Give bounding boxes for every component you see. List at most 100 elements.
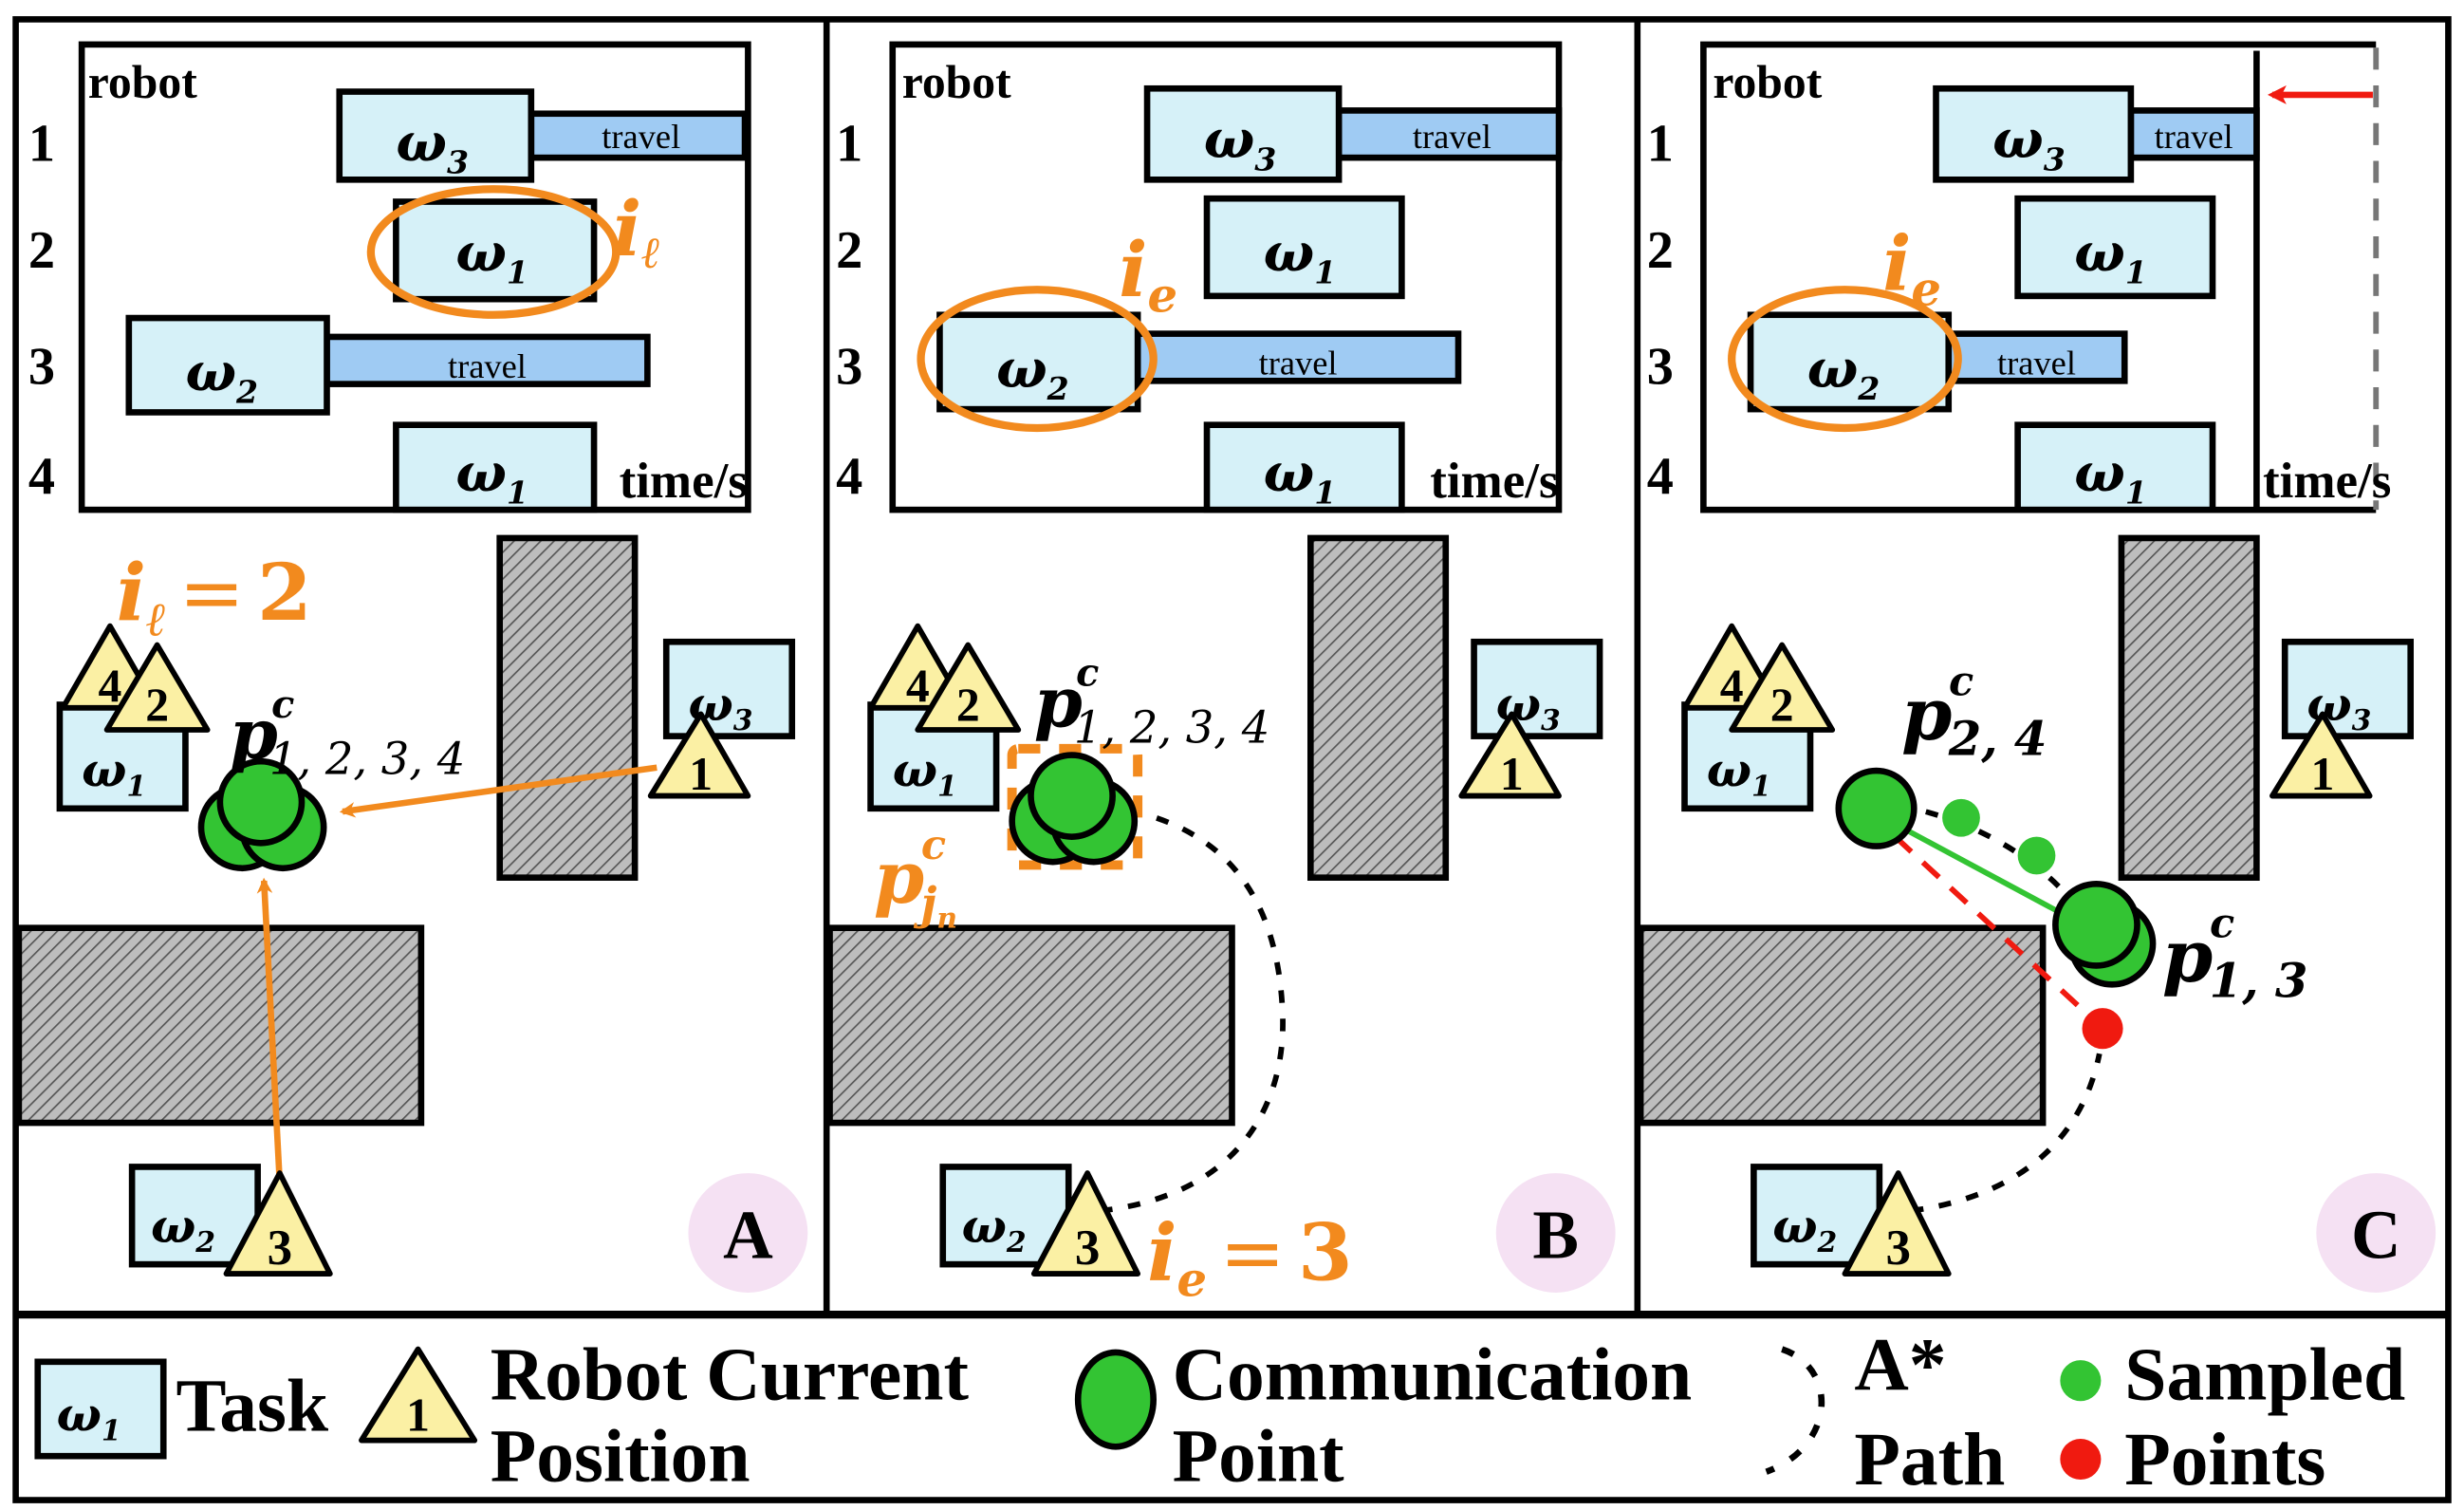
- obstacle: [2118, 534, 2260, 881]
- robot-number: 4: [99, 660, 122, 712]
- legend-robot-swatch: [359, 1346, 478, 1444]
- highlight-ellipse: [366, 185, 621, 319]
- panel-badge-label: B: [1532, 1197, 1579, 1274]
- robot-row-label: 1: [28, 114, 55, 173]
- task-block: [125, 314, 330, 416]
- travel-bar: [1335, 107, 1563, 161]
- task-label: ω1: [1707, 742, 1771, 804]
- robot-marker: [103, 642, 211, 733]
- robot-number: 3: [1075, 1221, 1101, 1276]
- robot-number: 3: [1886, 1221, 1912, 1276]
- legend-sampled-label: Points: [2124, 1418, 2325, 1501]
- gantt-y-label: robot: [88, 56, 197, 108]
- gantt-x-label: time/s: [1430, 454, 1558, 509]
- task-block: [1203, 421, 1405, 513]
- obstacle: [496, 534, 639, 881]
- gantt-chart: robot 1 2 3 4 time/s travel ω3 ω1 travel…: [1647, 41, 2391, 513]
- task-label: ω2: [1807, 338, 1880, 407]
- robot-marker: [1458, 711, 1562, 799]
- legend-robot-label: Position: [491, 1415, 750, 1499]
- panel-b: robot 1 2 3 4 time/s travel ω3 ω1 travel…: [826, 41, 1616, 1308]
- travel-label: travel: [1997, 345, 2076, 382]
- task-label: ω3: [1204, 108, 1277, 177]
- panel-badge: [2316, 1173, 2436, 1293]
- communication-point: [2052, 881, 2157, 988]
- travel-bar: [2127, 107, 2260, 161]
- gantt-chart: robot 1 2 3 4 time/s travel ω3 ω1 iℓ tra…: [28, 41, 751, 513]
- legend-task-symbol: ω1: [57, 1387, 121, 1448]
- robot-number: 2: [145, 679, 169, 731]
- robot-row-label: 1: [836, 114, 862, 173]
- panel-badge-label: A: [723, 1197, 773, 1274]
- task-marker: [2281, 638, 2414, 739]
- robot-row-label: 4: [28, 448, 55, 507]
- gantt-x-label: time/s: [620, 454, 748, 509]
- task-label: ω1: [455, 221, 528, 290]
- astar-path: [1100, 809, 1286, 1214]
- travel-label: travel: [1259, 345, 1338, 382]
- move-arrow: [256, 877, 284, 1184]
- task-label: ω1: [1264, 441, 1337, 511]
- robot-number: 4: [906, 660, 930, 712]
- travel-label: travel: [448, 347, 527, 385]
- gantt-x-label: time/s: [2263, 454, 2391, 509]
- task-label: ω2: [185, 341, 258, 410]
- task-label: ω1: [2074, 221, 2147, 290]
- legend-sampled-swatch: [2060, 1360, 2102, 1402]
- robot-number: 1: [2311, 748, 2335, 800]
- highlight-label: iℓ: [613, 184, 660, 278]
- robot-marker: [223, 1170, 333, 1277]
- robot-number: 1: [689, 748, 713, 800]
- robot-row-label: 4: [836, 448, 862, 507]
- astar-path: [1910, 1053, 2103, 1214]
- legend-path-label: Path: [1854, 1418, 2005, 1501]
- legend-robot-symbol: 1: [406, 1389, 430, 1442]
- annotation-i-e: ie=3: [1147, 1206, 1353, 1308]
- task-block: [2014, 195, 2216, 300]
- rejected-point: [2082, 1008, 2123, 1050]
- obstacle: [15, 924, 425, 1127]
- annotation-i-l: iℓ=2: [117, 546, 312, 647]
- robot-row-label: 4: [1647, 448, 1674, 507]
- move-arrow: [339, 764, 658, 818]
- task-label: ω1: [2074, 441, 2147, 511]
- robot-number: 1: [1500, 748, 1524, 800]
- task-label: ω3: [396, 111, 469, 180]
- legend-robot-label: Robot Current: [491, 1333, 970, 1417]
- highlight-ellipse: [917, 286, 1158, 433]
- task-block: [393, 421, 598, 513]
- legend: ω1 Task 1 Robot Current Position Communi…: [34, 1324, 2405, 1501]
- task-marker: [128, 1164, 261, 1268]
- robot-marker: [647, 711, 751, 799]
- robot-marker: [915, 642, 1022, 733]
- panel-badge: [1495, 1173, 1616, 1293]
- robot-row-label: 3: [1647, 338, 1674, 397]
- legend-comm-label: Communication: [1173, 1333, 1693, 1417]
- robot-number: 3: [268, 1221, 293, 1276]
- obstacle: [1307, 534, 1450, 881]
- legend-path-swatch: [1765, 1346, 1825, 1475]
- task-block: [1933, 84, 2135, 183]
- legend-comm-swatch: [1074, 1349, 1157, 1450]
- panel-c: robot 1 2 3 4 time/s travel ω3 ω1 travel…: [1637, 41, 2436, 1293]
- highlight-label: ie: [1119, 225, 1177, 324]
- robot-row-label: 2: [836, 221, 862, 280]
- communication-point: [1009, 752, 1139, 866]
- task-block: [393, 198, 598, 303]
- communication-point: [197, 757, 327, 872]
- task-block: [936, 311, 1141, 413]
- robot-marker: [1030, 1170, 1141, 1277]
- legend-sampled-label: Sampled: [2124, 1333, 2405, 1417]
- outer-frame: [12, 16, 2452, 1503]
- robot-row-label: 3: [836, 338, 862, 397]
- task-block: [1203, 195, 1405, 300]
- robot-row-label: 1: [1647, 114, 1674, 173]
